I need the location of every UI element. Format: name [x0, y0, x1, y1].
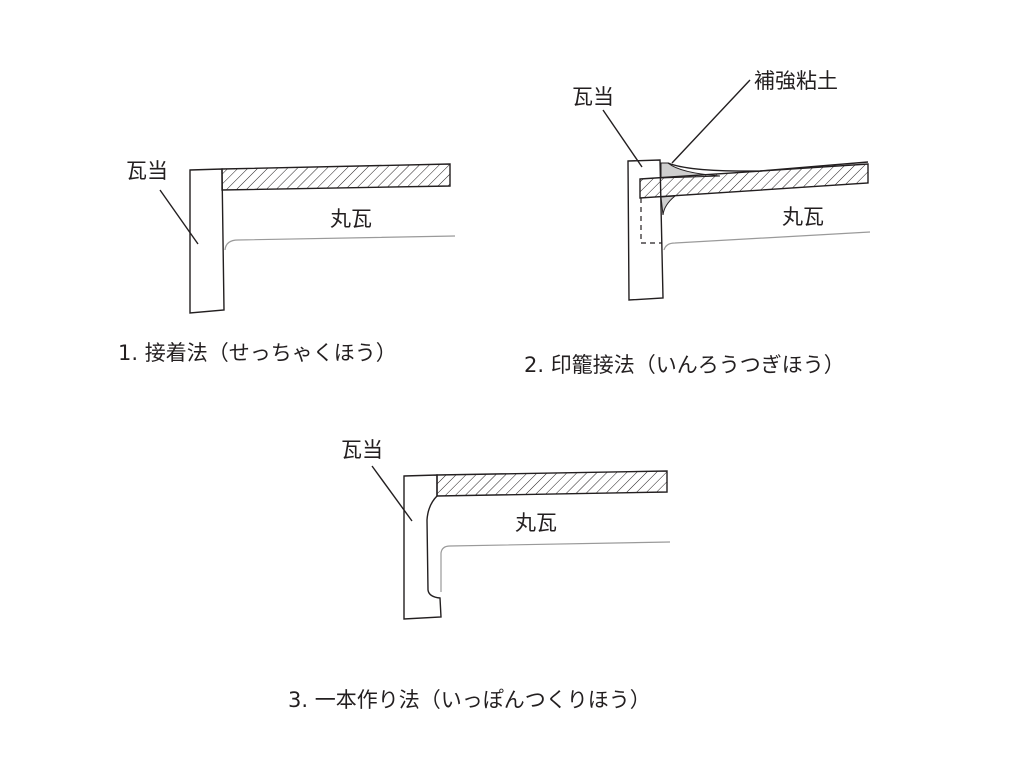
reinforcing-clay-bottom — [660, 195, 677, 216]
round-tile-hatched-section — [436, 470, 668, 497]
diagram-1-adhesion-method: 瓦当 丸瓦 1. 接着法（せっちゃくほう） — [118, 159, 456, 365]
round-tile-inner-line — [440, 541, 671, 592]
leader-line — [371, 465, 413, 522]
leader-line — [602, 109, 643, 168]
diagram-3-caption: 3. 一本作り法（いっぽんつくりほう） — [288, 688, 651, 712]
round-tile-inner-line — [663, 231, 871, 251]
diagram-2-spigot-joint-method: 瓦当 補強粘土 丸瓦 2. 印籠接法（いんろうつぎほう） — [524, 69, 871, 377]
leader-line — [671, 79, 751, 164]
tile-end-shape — [189, 168, 225, 314]
diagram-1-caption: 1. 接着法（せっちゃくほう） — [118, 341, 397, 365]
round-tile-hatched-section — [639, 163, 869, 199]
tile-end-label: 瓦当 — [572, 85, 614, 109]
round-tile-label: 丸瓦 — [330, 207, 372, 231]
round-tile-label: 丸瓦 — [782, 205, 824, 229]
hidden-spigot-outline — [640, 198, 662, 244]
tile-end-shape — [403, 474, 442, 620]
round-tile-inner-line — [224, 235, 456, 251]
leader-line — [159, 189, 199, 245]
reinforcing-clay-label: 補強粘土 — [754, 69, 838, 93]
round-tile-hatched-section — [221, 163, 451, 191]
tile-end-shape — [627, 159, 664, 301]
diagram-3-single-piece-method: 瓦当 丸瓦 3. 一本作り法（いっぽんつくりほう） — [288, 438, 671, 712]
tile-end-label: 瓦当 — [126, 159, 168, 183]
round-tile-label: 丸瓦 — [515, 511, 557, 535]
tile-end-label: 瓦当 — [341, 438, 383, 462]
diagram-2-caption: 2. 印籠接法（いんろうつぎほう） — [524, 353, 845, 377]
